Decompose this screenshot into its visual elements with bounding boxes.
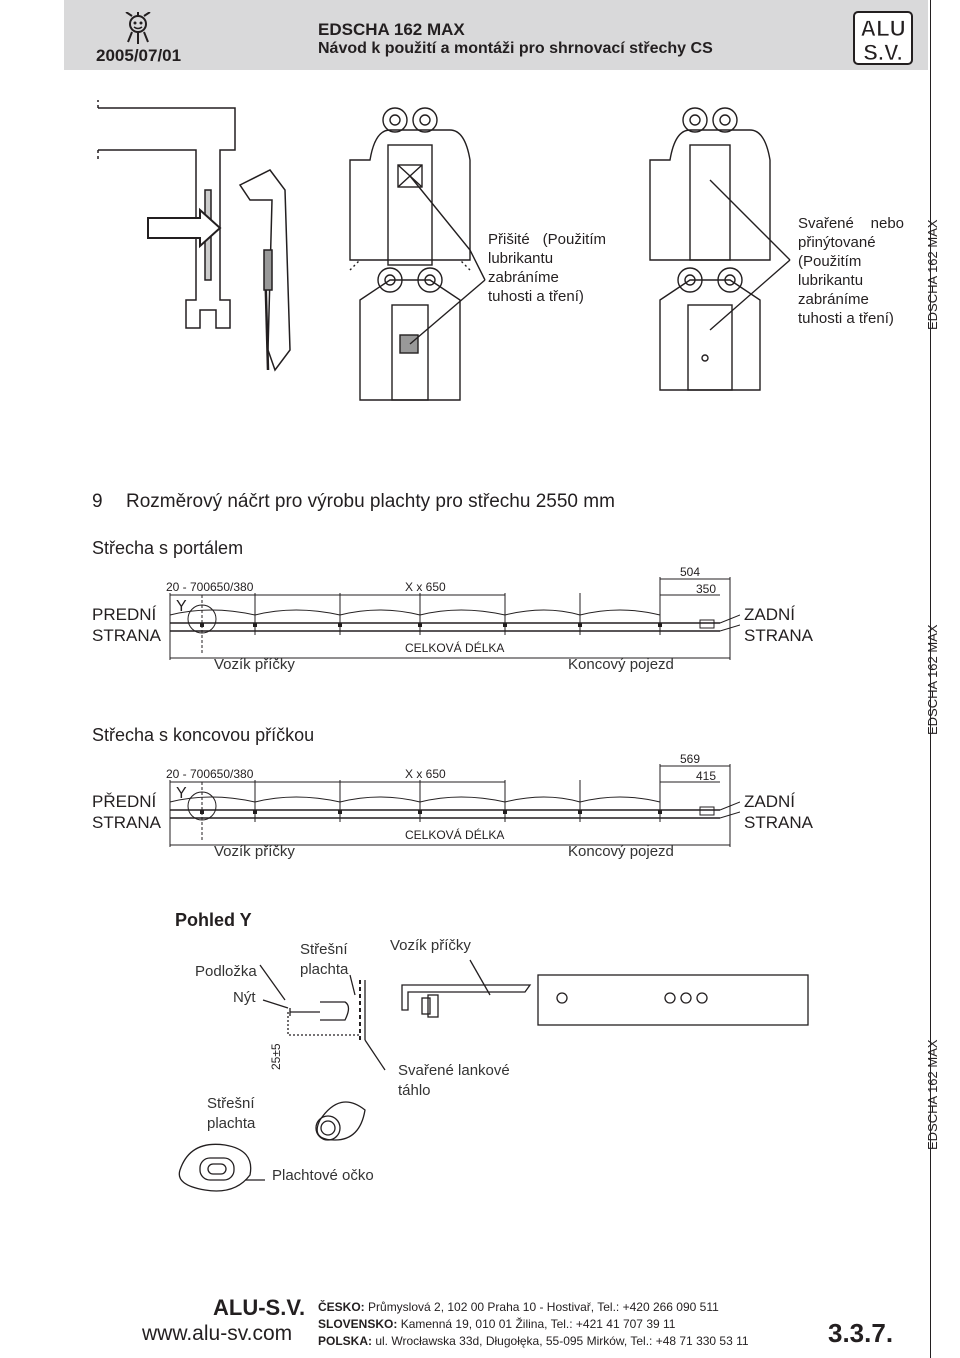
diagram1-dim-total: CELKOVÁ DÉLKA: [405, 640, 504, 655]
diagram2-dim-mid: X x 650: [405, 767, 446, 781]
right-rule: [930, 0, 931, 1358]
header-title: EDSCHA 162 MAX: [318, 20, 465, 39]
diagram2-marker: Y: [176, 785, 187, 802]
svg-text:S.V.: S.V.: [863, 40, 903, 65]
diagram1-dim-left: 20 - 700: [166, 580, 210, 594]
mascot-icon: [118, 11, 158, 50]
diagram2-end-label: Koncový pojezd: [568, 843, 674, 860]
alu-sv-logo: ALU S.V.: [852, 10, 914, 70]
header-subtitle: Návod k použití a montáži pro shrnovací …: [318, 40, 713, 57]
diagram1-title: Střecha s portálem: [92, 538, 244, 558]
view-y-dim: 25±5: [269, 1043, 283, 1070]
diagram2-dim-left: 20 - 700: [166, 767, 210, 781]
footer-cz: ČESKO: Průmyslová 2, 102 00 Praha 10 - H…: [318, 1300, 719, 1314]
section-title: Rozměrový náčrt pro výrobu plachty pro s…: [126, 491, 615, 512]
footer-sk: SLOVENSKO: Kamenná 19, 010 01 Žilina, Te…: [318, 1317, 676, 1331]
footer-brand: ALU-S.V.: [213, 1295, 306, 1320]
label-vozik: Vozík příčky: [390, 937, 471, 954]
diagram1-end-label: Koncový pojezd: [568, 656, 674, 673]
label-podlozka: Podložka: [195, 963, 257, 980]
footer-pl: POLSKA: ul. Wrocławska 33d, Długołęka, 5…: [318, 1334, 749, 1348]
top-drawings: [97, 100, 791, 401]
label-ocko: Plachtové očko: [272, 1167, 374, 1184]
diagram1-svg: 20 - 700 650/380 Y X x 650 504 350 CELKO…: [166, 565, 740, 660]
diagram1-marker: Y: [176, 598, 187, 615]
arrow-icon: [147, 207, 222, 249]
diagram1-dim-mid: X x 650: [405, 580, 446, 594]
diagram2-trolley-label: Vozík příčky: [214, 843, 295, 860]
view-y-title: Pohled Y: [175, 910, 252, 930]
stitched-drawing: [349, 107, 486, 401]
svg-text:ALU: ALU: [860, 16, 905, 41]
view-y-drawing: 25±5: [178, 959, 809, 1192]
diagram2-title: Střecha s koncovou příčkou: [92, 725, 315, 745]
footer-web[interactable]: www.alu-sv.com: [142, 1322, 293, 1345]
caption-welded: Svařené nebo přinýtované (Použitím lubri…: [798, 215, 904, 327]
diagram2-dim-end: 415: [696, 769, 716, 783]
diagram1-dim-end: 350: [696, 582, 716, 596]
diagram2-dim-end-top: 569: [680, 752, 700, 766]
diagram1-trolley-label: Vozík příčky: [214, 656, 295, 673]
diagram1-dim-end-top: 504: [680, 565, 700, 579]
side-label-3: EDSCHA 162 MAX: [925, 1039, 940, 1150]
page-number: 3.3.7.: [828, 1318, 894, 1348]
header-bar: [64, 0, 928, 70]
header-date: 2005/07/01: [96, 46, 182, 65]
caption-stitched: Přišité (Použitím lubrikantu zabráníme t…: [488, 231, 606, 305]
side-label-2: EDSCHA 162 MAX: [925, 624, 940, 735]
diagram2-dim-left2: 650/380: [210, 767, 254, 781]
section-number: 9: [92, 491, 103, 512]
diagram2-dim-total: CELKOVÁ DÉLKA: [405, 827, 504, 842]
diagram1-dim-left2: 650/380: [210, 580, 254, 594]
label-nyt: Nýt: [233, 989, 256, 1006]
diagram2-svg: 20 - 700 650/380 Y X x 650 569 415 CELKO…: [166, 752, 740, 847]
welded-drawing: [649, 107, 791, 391]
